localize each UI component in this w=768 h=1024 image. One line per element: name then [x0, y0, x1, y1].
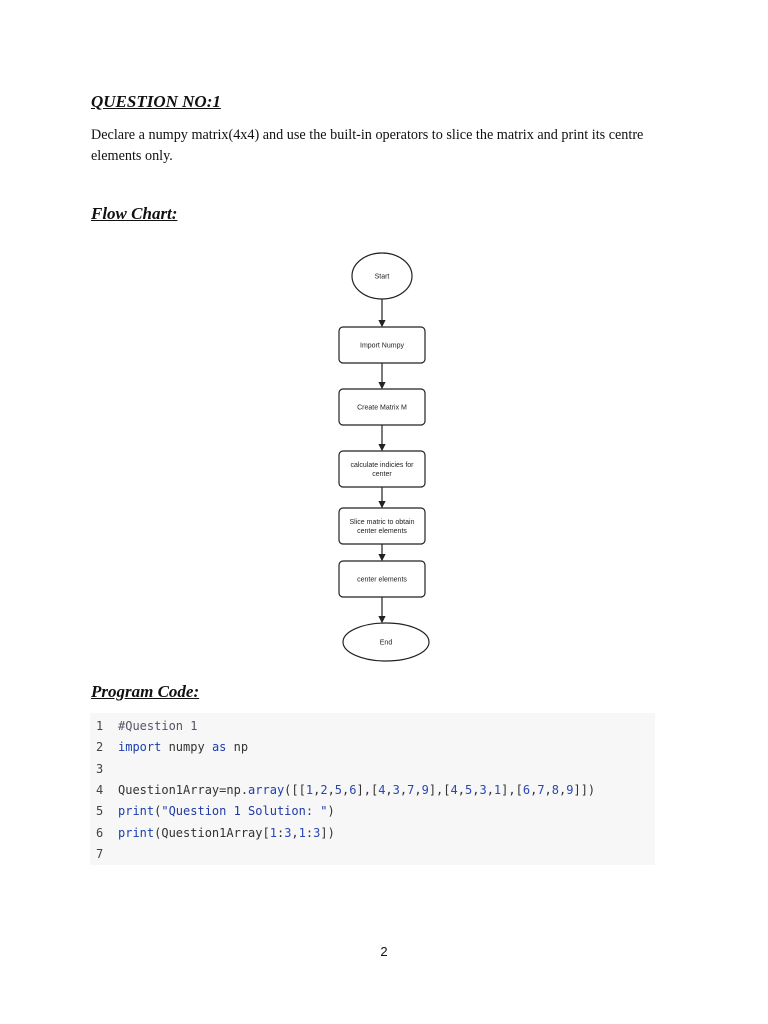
code-token: "Question 1 Solution: ": [161, 804, 328, 819]
code-token: (: [154, 804, 162, 819]
flowchart-node-label: center: [372, 471, 392, 478]
code-token: numpy: [161, 740, 212, 755]
code-token: ]]): [573, 782, 596, 797]
line-number: 1: [96, 719, 104, 733]
code-token: 2: [320, 782, 328, 797]
line-number: 7: [96, 846, 104, 861]
code-token: np: [226, 740, 249, 755]
code-token: ,: [414, 782, 422, 797]
code-text: Question1Array=np.array([[1,2,5,6],[4,3,…: [118, 783, 595, 797]
code-token: ]): [320, 825, 335, 840]
flowchart-node-label: Import Numpy: [360, 343, 404, 350]
line-number: 4: [96, 782, 104, 797]
code-token: 1: [493, 782, 502, 797]
code-token: print: [118, 804, 155, 819]
code-text: print("Question 1 Solution: "): [118, 804, 335, 818]
code-text: print(Question1Array[1:3,1:3]): [118, 826, 335, 840]
code-token: 1: [269, 825, 277, 840]
code-token: ,: [385, 782, 393, 797]
code-token: 1: [298, 825, 306, 840]
flowchart-node-label: Start: [375, 274, 390, 281]
line-number: 5: [96, 804, 104, 819]
program-code-heading: Program Code:: [91, 682, 200, 701]
code-token: ,: [486, 782, 494, 797]
line-number: 6: [96, 825, 104, 840]
code-token: ,: [313, 782, 321, 797]
code-token: ,: [291, 825, 299, 840]
code-token: 4: [378, 782, 386, 797]
question-text: Declare a numpy matrix(4x4) and use the …: [91, 127, 644, 164]
code-line: 7: [90, 844, 118, 865]
flowchart-heading: Flow Chart:: [91, 204, 178, 223]
flowchart-node-slice: [338, 507, 426, 545]
code-token: ([[: [284, 782, 306, 797]
code-token: import: [118, 740, 162, 755]
code-token: 6: [522, 782, 531, 797]
flowchart-node-create: [338, 388, 426, 426]
code-token: 6: [349, 782, 357, 797]
flowchart-node-label: calculate indicies for: [350, 462, 414, 469]
flowchart-node-import: [338, 326, 426, 364]
code-token: ,: [327, 782, 335, 797]
code-token: 3: [313, 825, 321, 840]
code-text: #Question 1: [118, 719, 197, 733]
flowchart-node-center: [338, 560, 426, 598]
code-token: 3: [284, 825, 292, 840]
code-line: 5 print("Question 1 Solution: "): [90, 801, 335, 822]
code-token: ,: [544, 782, 552, 797]
code-token: 9: [566, 782, 574, 797]
flowchart-node-start: [351, 252, 413, 300]
code-token: 9: [421, 782, 429, 797]
code-line: 3: [90, 759, 118, 780]
code-token: :: [276, 825, 285, 840]
code-token: 5: [464, 782, 473, 797]
code-token: ,: [472, 782, 480, 797]
code-token: array: [248, 782, 285, 797]
code-token: 3: [392, 782, 400, 797]
code-token: ],[: [501, 782, 523, 797]
flowchart-node-label: Create Matrix M: [357, 405, 407, 412]
code-token: ,: [399, 782, 408, 797]
flowchart-node-label: End: [380, 640, 393, 647]
flowchart-node-label: Slice matric to obtain: [350, 519, 415, 526]
code-token: ,: [457, 782, 465, 797]
code-token: 7: [407, 782, 415, 797]
code-token: ],[: [428, 782, 451, 797]
line-number: 3: [96, 761, 104, 776]
code-token: ,: [342, 782, 350, 797]
code-token: 1: [305, 782, 314, 797]
code-line: 2 import numpy as np: [90, 737, 248, 758]
code-token: ,: [530, 782, 538, 797]
code-token: (Question1Array[: [154, 825, 270, 840]
page-number: 2: [380, 944, 388, 959]
code-token: 8: [551, 782, 560, 797]
code-token: 3: [479, 782, 487, 797]
code-token: :: [305, 825, 314, 840]
code-token: print: [118, 825, 155, 840]
code-token: 7: [537, 782, 545, 797]
code-token: ,: [559, 782, 567, 797]
line-number: 2: [96, 740, 104, 755]
question-title: QUESTION NO:1: [91, 92, 221, 111]
code-text: import numpy as np: [118, 740, 248, 754]
code-token: 5: [334, 782, 343, 797]
code-token: Question1Array=np.: [118, 782, 249, 797]
code-token: #Question 1: [118, 719, 198, 733]
flowchart-node-label: center elements: [357, 577, 407, 584]
code-token: ],[: [356, 782, 379, 797]
code-token: 4: [450, 782, 458, 797]
flowchart-node-end: [342, 622, 430, 662]
code-token: as: [211, 740, 227, 755]
code-line: 1 #Question 1: [90, 716, 197, 737]
flowchart-node-label: center elements: [357, 528, 407, 535]
code-token: ): [327, 804, 335, 819]
flowchart-node-calc: [338, 450, 426, 488]
